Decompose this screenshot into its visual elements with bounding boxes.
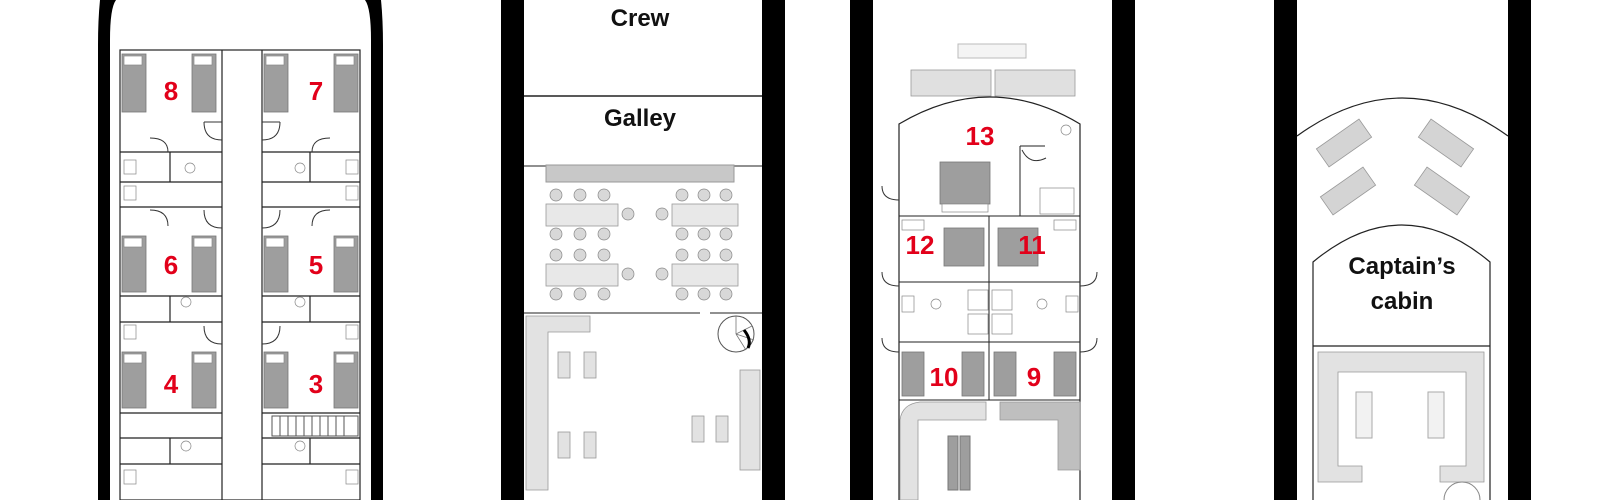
cabin-number-12: 12 <box>906 230 935 260</box>
deck-3-cabins: 13 12 11 10 9 <box>850 0 1135 500</box>
cabin-number-11: 11 <box>1018 230 1046 260</box>
cabin-number-6: 6 <box>164 250 178 280</box>
deck-1-cabins: 8 7 6 5 4 3 <box>98 0 383 500</box>
galley-label: Galley <box>604 105 677 132</box>
deck-4-hull-right <box>1508 0 1531 500</box>
deck-4-captains-cabin: Captain’s cabin <box>1274 0 1531 500</box>
captains-cabin-room <box>1312 224 1491 500</box>
cabin-number-3: 3 <box>309 369 323 399</box>
cabin-number-8: 8 <box>164 76 178 106</box>
deck-3-hull-left <box>850 0 873 500</box>
crew-area-label: Crew <box>611 5 670 32</box>
deck-2-hull-left <box>501 0 524 500</box>
deck-4-hull-left <box>1274 0 1297 500</box>
cabin-number-7: 7 <box>309 76 323 106</box>
cabin-number-5: 5 <box>309 250 323 280</box>
captains-cabin-label-line1: Captain’s <box>1348 253 1455 280</box>
cabin-number-10: 10 <box>930 362 959 392</box>
deck-1-hull-right <box>365 0 383 500</box>
cabin-number-13: 13 <box>966 121 995 151</box>
deck-2-crew-galley: Crew Galley <box>501 0 785 500</box>
deck-2-hull-right <box>762 0 785 500</box>
deck-1-hull-left <box>98 0 116 500</box>
deck-3-hull-right <box>1112 0 1135 500</box>
captains-cabin-label-line2: cabin <box>1371 288 1434 315</box>
cabin-number-4: 4 <box>164 369 179 399</box>
cabin-number-9: 9 <box>1027 362 1041 392</box>
